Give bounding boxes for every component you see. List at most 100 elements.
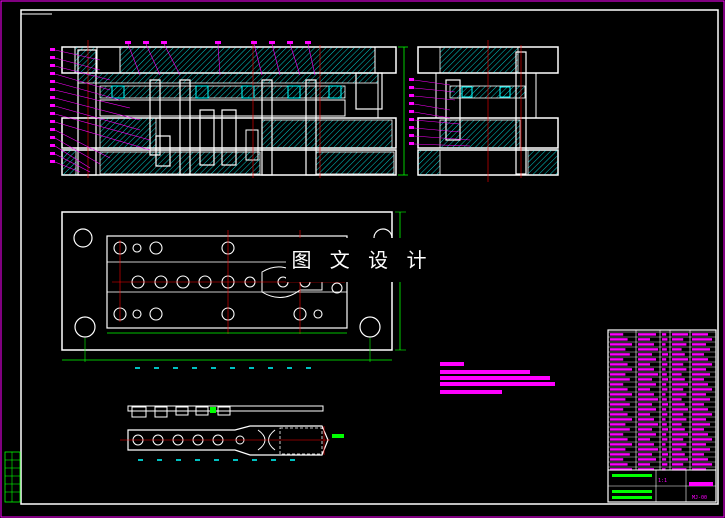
bom-cell [672, 413, 684, 416]
bom-cell [610, 363, 628, 366]
bom-cell [662, 413, 668, 416]
bom-cell [638, 368, 654, 371]
bom-cell [638, 453, 652, 456]
bom-cell [662, 358, 667, 361]
bom-cell [692, 368, 706, 371]
bom-cell [638, 358, 656, 361]
inner-drawing-frame [20, 9, 719, 505]
bom-cell [672, 368, 687, 371]
bom-cell [610, 368, 632, 371]
bom-cell [662, 423, 667, 426]
bom-cell [692, 393, 706, 396]
bom-cell [692, 403, 704, 406]
bom-cell [662, 398, 667, 401]
bom-cell [692, 468, 706, 471]
bom-cell [610, 433, 624, 436]
bom-cell [638, 463, 650, 466]
bom-cell [662, 343, 666, 346]
bom-cell [672, 378, 685, 381]
bom-cell [662, 448, 667, 451]
bom-cell [662, 463, 668, 466]
bom-cell [672, 388, 684, 391]
bom-cell [638, 433, 656, 436]
bom-cell [638, 468, 654, 471]
bom-cell [672, 453, 685, 456]
bom-cell [662, 373, 667, 376]
bom-cell [638, 343, 654, 346]
bom-cell [610, 398, 626, 401]
bom-cell [638, 413, 650, 416]
bom-rows [608, 331, 716, 471]
bom-cell [662, 348, 667, 351]
bom-cell [638, 423, 658, 426]
bom-cell [610, 378, 630, 381]
bom-cell [672, 398, 682, 401]
bom-cell [610, 438, 628, 441]
bom-cell [672, 458, 688, 461]
bom-cell [638, 353, 652, 356]
bom-cell [672, 363, 684, 366]
bom-cell [692, 333, 708, 336]
bom-cell [610, 373, 626, 376]
side-section-view [409, 40, 559, 182]
bom-cell [662, 403, 668, 406]
die-plan-view [61, 211, 406, 369]
bom-cell [638, 393, 654, 396]
bom-cell [610, 413, 628, 416]
bom-cell [672, 443, 687, 446]
bom-cell [610, 388, 628, 391]
bom-cell [662, 433, 667, 436]
bom-cell [638, 403, 652, 406]
bom-cell [662, 388, 668, 391]
bom-cell [662, 458, 667, 461]
title-block-scale: 1:1 [658, 478, 668, 484]
bom-cell [662, 368, 666, 371]
bom-cell [662, 418, 666, 421]
bom-cell [672, 448, 682, 451]
bom-cell [692, 453, 704, 456]
bom-cell [610, 353, 630, 356]
bom-cell [672, 393, 687, 396]
bom-cell [672, 373, 682, 376]
bom-cell [638, 373, 658, 376]
bom-cell [692, 358, 708, 361]
parts-list-and-title-block [607, 329, 717, 503]
bom-cell [672, 463, 684, 466]
bom-cell [638, 338, 650, 341]
bom-cell [692, 398, 710, 401]
bom-cell [692, 378, 704, 381]
bom-cell [672, 343, 687, 346]
bom-cell [672, 333, 688, 336]
bom-cell [662, 428, 668, 431]
left-margin-strip [4, 451, 21, 503]
bom-cell [610, 393, 632, 396]
strip-layout [120, 405, 344, 461]
bom-cell [610, 458, 624, 461]
bom-cell [638, 348, 658, 351]
watermark-text: 图 文 设 计 [286, 238, 438, 282]
bom-cell [638, 448, 658, 451]
bom-cell [662, 333, 667, 336]
bom-cell [672, 348, 682, 351]
bom-cell [672, 428, 685, 431]
bom-cell [692, 428, 704, 431]
bom-cell [672, 433, 688, 436]
bom-cell [672, 353, 685, 356]
bom-cell [692, 338, 712, 341]
bom-cell [692, 433, 708, 436]
bom-cell [692, 383, 708, 386]
technical-requirements-notes [440, 362, 555, 394]
bom-cell [662, 438, 668, 441]
bom-cell [638, 418, 654, 421]
bom-cell [638, 388, 650, 391]
bom-cell [610, 348, 626, 351]
bom-cell [692, 348, 710, 351]
bom-cell [638, 378, 652, 381]
bom-cell [672, 403, 685, 406]
bom-cell [692, 463, 712, 466]
bom-cell [610, 453, 630, 456]
bom-cell [672, 338, 684, 341]
bom-cell [692, 343, 706, 346]
